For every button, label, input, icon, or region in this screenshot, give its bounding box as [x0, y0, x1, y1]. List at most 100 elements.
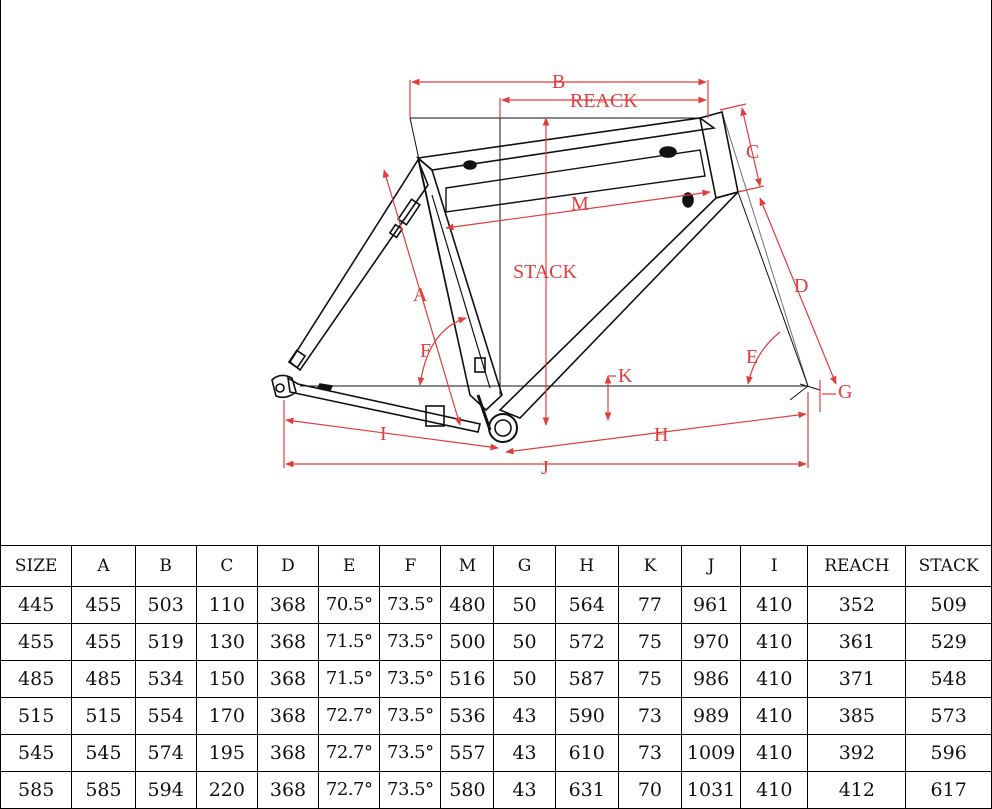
- table-cell: 572: [554, 623, 619, 661]
- table-cell: 534: [134, 660, 197, 698]
- table-cell: 580: [440, 771, 495, 809]
- table-cell: 73: [617, 697, 683, 735]
- table-cell: 961: [681, 586, 742, 624]
- table-cell: 515: [71, 697, 136, 735]
- table-cell: 73: [617, 734, 683, 772]
- table-cell: 557: [440, 734, 495, 772]
- bottom-bracket: [488, 413, 518, 443]
- dim-label-stack: STACK: [513, 261, 578, 283]
- table-cell: 585: [0, 771, 73, 809]
- table-cell: 352: [807, 586, 907, 624]
- table-cell: 410: [740, 697, 809, 735]
- table-cell: 410: [740, 734, 809, 772]
- table-cell: 392: [807, 734, 907, 772]
- table-cell: 75: [617, 660, 683, 698]
- rear-dropout: [271, 374, 297, 399]
- table-cell: 564: [554, 586, 619, 624]
- table-cell: 590: [554, 697, 619, 735]
- seat-tube: [416, 155, 503, 412]
- table-cell: 516: [440, 660, 495, 698]
- table-cell: 410: [740, 771, 809, 809]
- table-cell: 130: [195, 623, 258, 661]
- table-cell: 73.5°: [379, 586, 442, 624]
- table-cell: 75: [617, 623, 683, 661]
- column-header-h: H: [554, 545, 619, 587]
- table-cell: 485: [0, 660, 73, 698]
- table-cell: 410: [740, 623, 809, 661]
- table-cell: 368: [256, 623, 320, 661]
- table-cell: 617: [905, 771, 992, 809]
- table-cell: 368: [256, 697, 320, 735]
- table-cell: 368: [256, 771, 320, 809]
- table-cell: 455: [0, 623, 73, 661]
- column-header-m: M: [440, 545, 495, 587]
- table-cell: 509: [905, 586, 992, 624]
- table-cell: 385: [807, 697, 907, 735]
- table-cell: 368: [256, 586, 320, 624]
- table-cell: 503: [134, 586, 197, 624]
- table-cell: 445: [0, 586, 73, 624]
- dimension-labels: B REACK C M STACK A D F E K G I H J: [380, 71, 852, 479]
- seat-stay: [288, 158, 429, 372]
- dim-label-b: B: [552, 71, 565, 93]
- table-cell: 500: [440, 623, 495, 661]
- table-cell: 150: [195, 660, 258, 698]
- column-header-k: K: [617, 545, 683, 587]
- table-cell: 73.5°: [379, 734, 442, 772]
- table-cell: 70.5°: [318, 586, 381, 624]
- table-cell: 43: [493, 771, 556, 809]
- dim-label-d: D: [794, 275, 808, 297]
- table-cell: 73.5°: [379, 771, 442, 809]
- table-cell: 480: [440, 586, 495, 624]
- table-cell: 70: [617, 771, 683, 809]
- table-cell: 410: [740, 586, 809, 624]
- table-cell: 195: [195, 734, 258, 772]
- column-header-stack: STACK: [905, 545, 992, 587]
- table-cell: 485: [71, 660, 136, 698]
- table-cell: 596: [905, 734, 992, 772]
- table-cell: 594: [134, 771, 197, 809]
- table-cell: 989: [681, 697, 742, 735]
- dim-label-e: E: [746, 346, 758, 368]
- table-cell: 585: [71, 771, 136, 809]
- table-cell: 368: [256, 660, 320, 698]
- table-cell: 412: [807, 771, 907, 809]
- table-cell: 529: [905, 623, 992, 661]
- table-cell: 455: [71, 623, 136, 661]
- column-header-a: A: [71, 545, 136, 587]
- table-cell: 110: [195, 586, 258, 624]
- table-cell: 573: [905, 697, 992, 735]
- dim-label-i: I: [380, 423, 387, 445]
- dim-label-g: G: [838, 381, 852, 403]
- column-header-i: I: [740, 545, 809, 587]
- column-header-d: D: [256, 545, 320, 587]
- table-cell: 361: [807, 623, 907, 661]
- column-header-g: G: [493, 545, 556, 587]
- table-cell: 515: [0, 697, 73, 735]
- table-cell: 72.7°: [318, 697, 381, 735]
- table-cell: 519: [134, 623, 197, 661]
- dim-label-m: M: [571, 193, 589, 215]
- column-header-size: SIZE: [0, 545, 73, 587]
- table-cell: 72.7°: [318, 734, 381, 772]
- head-tube: [699, 111, 739, 199]
- table-cell: 50: [493, 660, 556, 698]
- table-cell: 1009: [681, 734, 742, 772]
- table-cell: 73.5°: [379, 697, 442, 735]
- top-tube: [416, 117, 717, 171]
- table-cell: 455: [71, 586, 136, 624]
- column-header-j: J: [681, 545, 742, 587]
- table-cell: 986: [681, 660, 742, 698]
- dim-label-reack: REACK: [570, 90, 638, 112]
- table-cell: 368: [256, 734, 320, 772]
- table-cell: 43: [493, 697, 556, 735]
- dimension-lines: [283, 78, 837, 468]
- column-header-b: B: [134, 545, 197, 587]
- column-header-e: E: [318, 545, 381, 587]
